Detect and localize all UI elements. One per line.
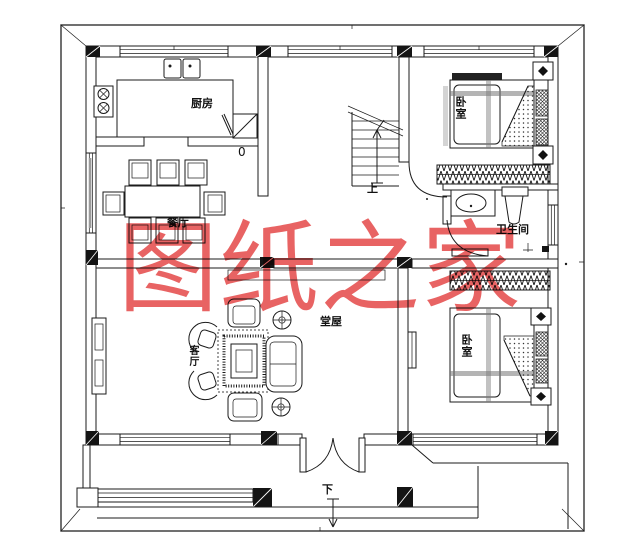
dining-set bbox=[102, 159, 226, 244]
label-dining: 餐厅 bbox=[167, 216, 189, 229]
site-boundary bbox=[60, 24, 585, 532]
kitchen-fixtures bbox=[93, 58, 258, 139]
label-bedroom-top: 卧室 bbox=[454, 96, 467, 120]
structural-columns bbox=[76, 45, 559, 508]
windows bbox=[85, 45, 559, 503]
doors bbox=[299, 161, 533, 473]
label-living: 客厅 bbox=[187, 345, 198, 367]
living-sofa-set bbox=[91, 298, 303, 422]
label-entrance-down: 下 bbox=[322, 483, 333, 496]
label-bathroom: 卫生间 bbox=[496, 223, 529, 236]
bathroom-fixtures bbox=[450, 186, 529, 225]
stairs bbox=[347, 105, 404, 187]
bed-bottom bbox=[449, 270, 552, 406]
label-kitchen-mark: 0 bbox=[238, 145, 246, 159]
label-stairs-up: 上 bbox=[367, 182, 378, 195]
label-bedroom-bottom: 卧室 bbox=[460, 334, 473, 358]
label-hall: 堂屋 bbox=[320, 315, 342, 328]
label-kitchen: 厨房 bbox=[191, 97, 213, 110]
porch bbox=[97, 444, 569, 529]
bed-top bbox=[436, 61, 554, 185]
